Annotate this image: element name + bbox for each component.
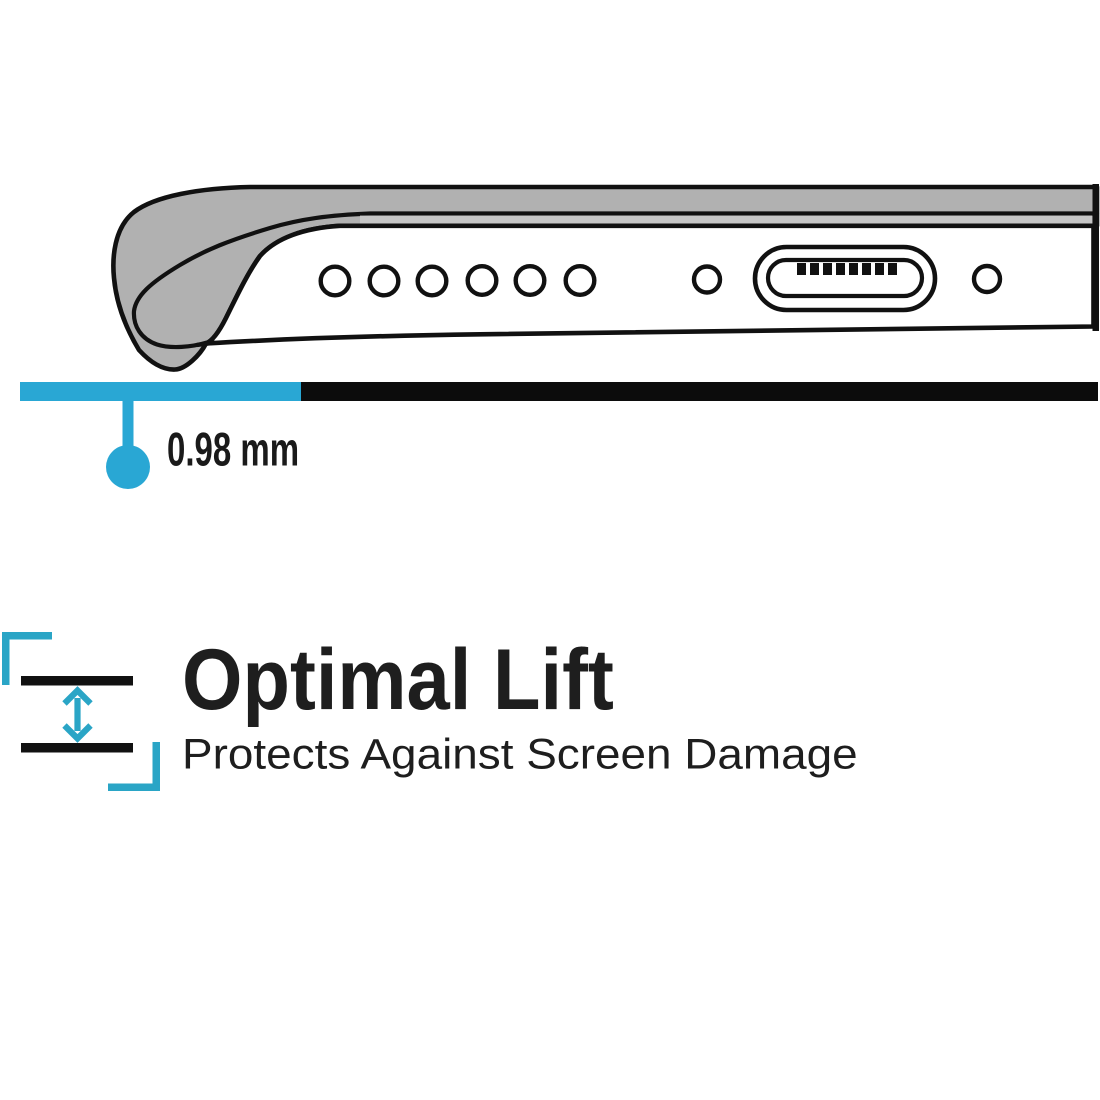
svg-text:0.98 mm: 0.98 mm [167,423,299,476]
svg-text:Optimal Lift: Optimal Lift [182,632,614,727]
svg-text:Protects Against Screen Damage: Protects Against Screen Damage [182,731,858,778]
